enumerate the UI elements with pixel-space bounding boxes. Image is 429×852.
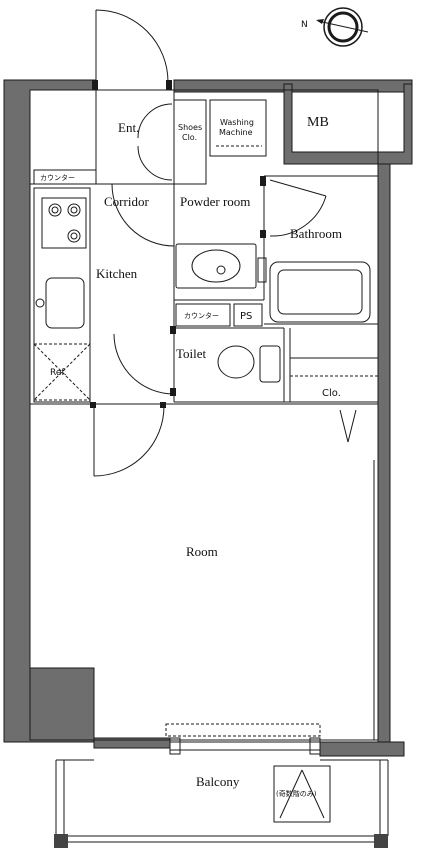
washing-machine-label-2: Machine bbox=[219, 128, 253, 137]
bathroom-label: Bathroom bbox=[290, 226, 342, 241]
door-swings bbox=[93, 9, 357, 477]
ps-label: PS bbox=[240, 311, 252, 322]
washing-machine-label-1: Washing bbox=[220, 118, 254, 127]
balcony-label: Balcony bbox=[196, 774, 240, 789]
room-labels: Ent. Shoes Clo. Washing Machine MB カウンター… bbox=[40, 115, 342, 798]
north-arrow-icon: N bbox=[301, 7, 369, 47]
powder-room-label: Powder room bbox=[180, 194, 250, 209]
odd-floors-note: (奇数階のみ) bbox=[276, 789, 317, 798]
interior-walls bbox=[29, 89, 389, 843]
room-label: Room bbox=[186, 544, 218, 559]
refrigerator-label: Ref. bbox=[50, 368, 67, 378]
shoes-closet-label-1: Shoes bbox=[178, 123, 202, 132]
entrance-label: Ent. bbox=[118, 120, 139, 135]
north-letter: N bbox=[301, 20, 308, 30]
closet-label: Clo. bbox=[322, 388, 341, 399]
balcony-posts bbox=[54, 834, 388, 848]
toilet-label: Toilet bbox=[176, 346, 207, 361]
shoes-closet-label-2: Clo. bbox=[182, 133, 197, 142]
mb-label: MB bbox=[307, 115, 329, 130]
door-jambs bbox=[90, 80, 266, 408]
kitchen-label: Kitchen bbox=[96, 266, 138, 281]
corridor-label: Corridor bbox=[104, 194, 149, 209]
kitchen-counter-label: カウンター bbox=[40, 173, 75, 182]
toilet-counter-label: カウンター bbox=[184, 311, 219, 320]
